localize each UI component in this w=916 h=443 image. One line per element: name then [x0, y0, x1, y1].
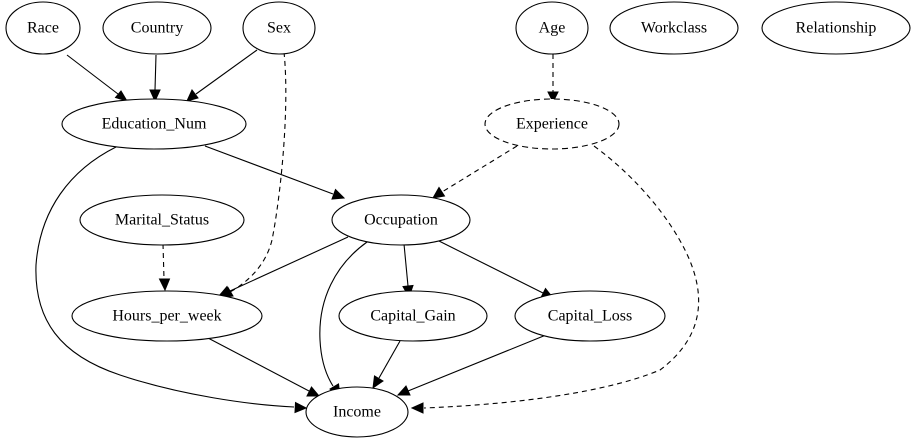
edge-occupation-hours-per-week — [217, 236, 349, 297]
node-label-race: Race — [27, 20, 59, 37]
node-label-education-num: Education_Num — [102, 116, 207, 133]
node-label-income: Income — [333, 404, 381, 421]
edge-race-education-num — [66, 54, 129, 102]
node-age[interactable]: Age — [515, 1, 589, 55]
node-label-marital-status: Marital_Status — [115, 212, 209, 229]
edge-capital-gain-income — [372, 340, 401, 390]
edge-education-num-income — [35, 146, 308, 414]
edge-country-education-num — [149, 54, 161, 103]
node-race[interactable]: Race — [5, 1, 81, 55]
edge-experience-occupation — [432, 145, 518, 199]
node-marital-status[interactable]: Marital_Status — [79, 194, 245, 246]
edge-age-experience — [547, 54, 559, 104]
node-education-num[interactable]: Education_Num — [61, 98, 247, 150]
node-sex[interactable]: Sex — [242, 1, 316, 55]
edge-marital-status-hours-per-week — [158, 243, 171, 292]
node-label-experience: Experience — [516, 116, 588, 133]
edge-hours-per-week-income — [207, 337, 321, 397]
node-label-relationship: Relationship — [796, 20, 877, 37]
node-relationship[interactable]: Relationship — [761, 1, 911, 55]
node-country[interactable]: Country — [102, 1, 212, 55]
node-occupation[interactable]: Occupation — [331, 194, 471, 246]
nodes: Race Country Sex Age Workclass Relations… — [5, 1, 911, 438]
edge-occupation-capital-gain — [402, 243, 414, 299]
edge-experience-income — [410, 145, 700, 414]
node-capital-gain[interactable]: Capital_Gain — [338, 290, 488, 342]
edge-education-num-occupation — [204, 145, 346, 200]
edge-sex-education-num — [186, 49, 258, 102]
node-label-sex: Sex — [267, 20, 291, 37]
edge-sex-hours-per-week — [218, 51, 287, 299]
node-label-occupation: Occupation — [364, 212, 438, 229]
node-label-workclass: Workclass — [641, 20, 707, 37]
node-label-country: Country — [131, 20, 183, 37]
node-income[interactable]: Income — [305, 386, 409, 438]
node-experience[interactable]: Experience — [484, 98, 620, 150]
node-workclass[interactable]: Workclass — [609, 1, 739, 55]
edge-occupation-capital-loss — [436, 239, 555, 299]
node-hours-per-week[interactable]: Hours_per_week — [71, 290, 263, 342]
node-label-capital-gain: Capital_Gain — [370, 308, 455, 325]
node-label-hours-per-week: Hours_per_week — [112, 308, 221, 325]
node-label-capital-loss: Capital_Loss — [548, 308, 632, 325]
node-capital-loss[interactable]: Capital_Loss — [514, 290, 666, 342]
node-label-age: Age — [539, 20, 566, 37]
edge-capital-loss-income — [396, 334, 547, 396]
